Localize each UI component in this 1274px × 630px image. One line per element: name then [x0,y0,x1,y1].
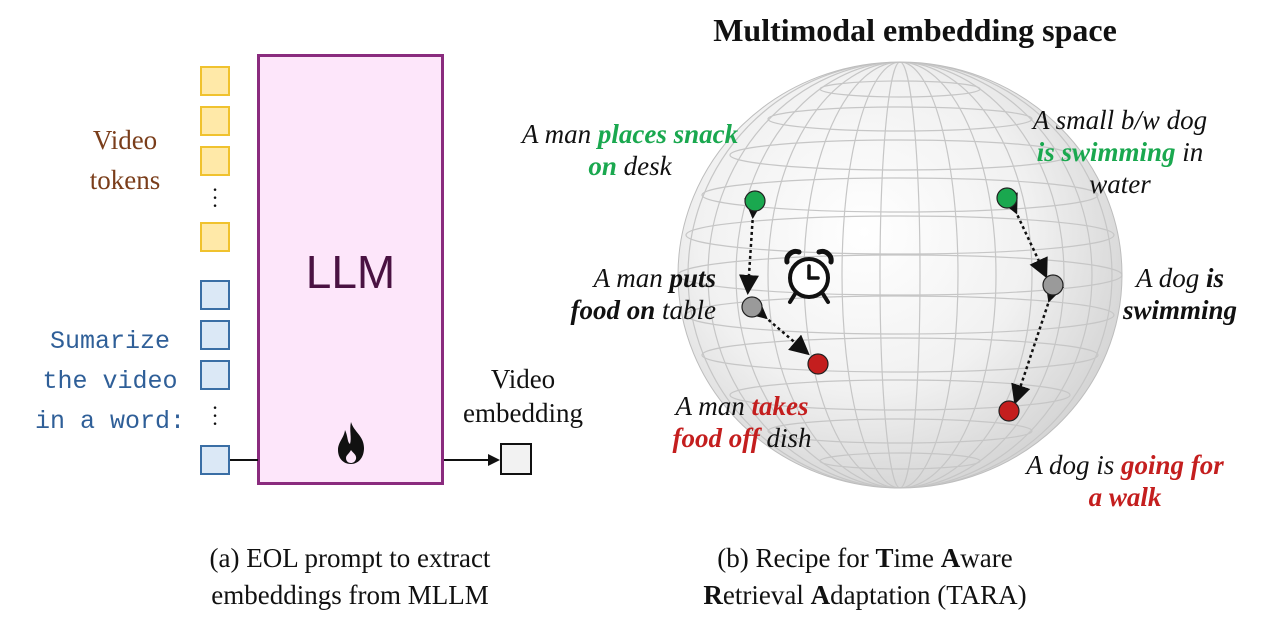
prompt-label: Sumarize the video in a word: [34,327,186,436]
point-red-left [807,353,829,375]
point-gray-right [1042,274,1064,296]
video-token-ellipsis: ··· [211,177,219,218]
video-token [200,66,230,96]
video-embedding-box [500,443,532,475]
label-green-left: A man places snack on desk [521,119,739,181]
llm-label: LLM [305,246,396,298]
arrow-gray-red-left [746,298,810,356]
input-connector [230,459,258,461]
arrow-green-gray-left [739,198,764,295]
embedding-space-title: Multimodal embedding space [713,12,1117,48]
arrow-green-gray-right [999,192,1048,279]
caption-b: (b) Recipe for Time Aware Retrieval Adap… [703,543,1027,610]
label-red-left: A man takes food off dish [672,391,812,453]
output-arrow [444,454,500,466]
arrow-gray-red-right [1011,280,1065,405]
alarm-clock-icon [784,248,834,304]
point-green-left [744,190,766,212]
video-token [200,106,230,136]
point-gray-left [741,296,763,318]
llm-box [257,54,444,485]
label-gray-left: A man puts food on table [570,263,716,325]
prompt-token [200,320,230,350]
label-red-right: A dog is going for a walk [1026,450,1224,512]
flame-icon [338,422,364,464]
prompt-token-ellipsis: ··· [211,395,219,436]
prompt-token [200,280,230,310]
point-red-right [998,400,1020,422]
label-green-right: A small b/w dog is swimming in water [1032,105,1208,199]
label-gray-right: A dog is swimming [1122,263,1238,325]
caption-a: (a) EOL prompt to extract embeddings fro… [209,543,491,610]
embedding-sphere [677,61,1123,489]
video-token [200,146,230,176]
video-embedding-label: Video embedding [463,364,583,428]
point-green-right [996,187,1018,209]
video-token [200,222,230,252]
prompt-token [200,360,230,390]
prompt-token-last [200,445,230,475]
video-tokens-label: Video tokens [89,125,161,195]
